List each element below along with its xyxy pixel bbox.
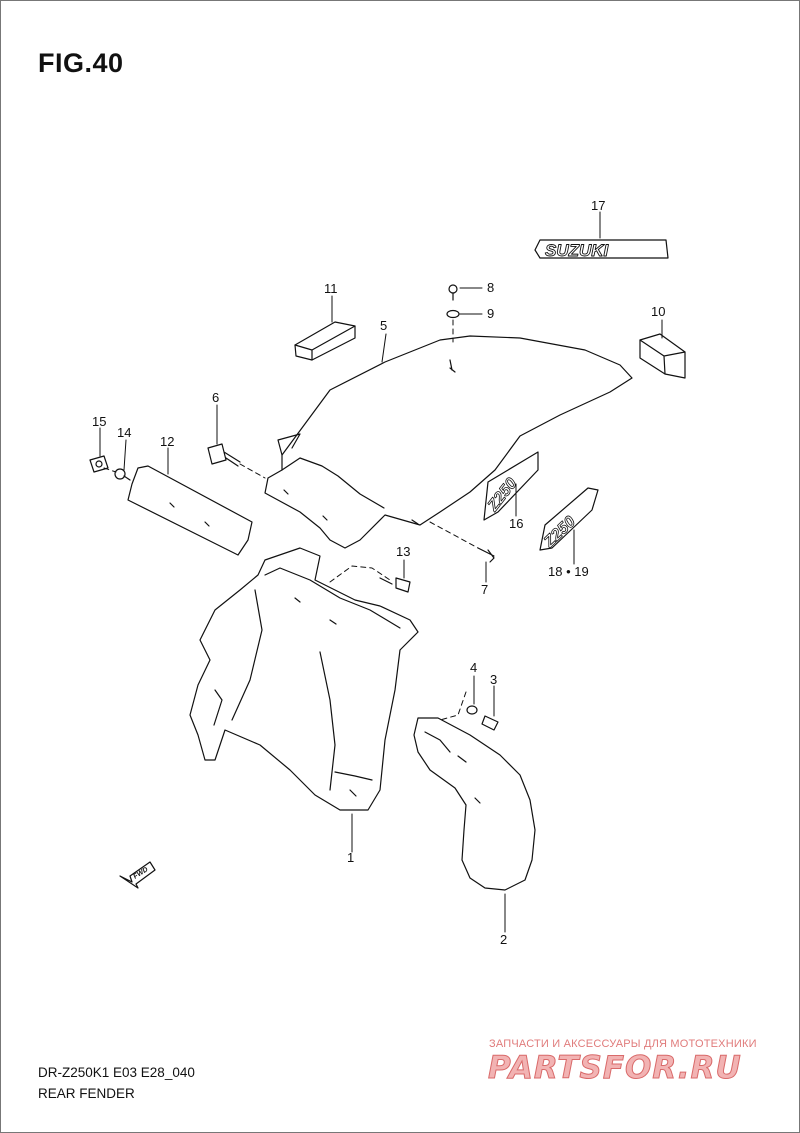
part-3-bolt[interactable] (481, 715, 499, 731)
part-7-screw[interactable] (477, 547, 495, 563)
label-9: 9 (487, 306, 494, 321)
label-4: 4 (470, 660, 477, 675)
part-11-cushion[interactable] (294, 321, 356, 361)
part-4-washer[interactable] (466, 705, 478, 715)
label-6: 6 (212, 390, 219, 405)
label-7: 7 (481, 582, 488, 597)
z250-badge-2-text: Z250 (540, 513, 579, 551)
part-18-19-z250-badge[interactable]: Z250 (539, 487, 599, 552)
part-15-nut[interactable] (89, 455, 109, 473)
label-3: 3 (490, 672, 497, 687)
label-15: 15 (92, 414, 106, 429)
label-1: 1 (347, 850, 354, 865)
section-name: REAR FENDER (38, 1086, 135, 1101)
label-2: 2 (500, 932, 507, 947)
label-13: 13 (396, 544, 410, 559)
part-9-washer[interactable] (446, 309, 460, 319)
label-11: 11 (324, 281, 338, 296)
part-17-suzuki-emblem[interactable]: SUZUKI (534, 239, 669, 260)
label-12: 12 (160, 434, 174, 449)
part-1-rear-fender-lower[interactable] (189, 547, 419, 811)
model-code: DR-Z250K1 E03 E28_040 (38, 1065, 195, 1080)
part-8-screw[interactable] (448, 284, 458, 301)
watermark-logo: PARTSFOR.RU (488, 1050, 742, 1087)
label-16: 16 (509, 516, 523, 531)
part-12-plate[interactable] (127, 465, 253, 556)
watermark-tagline: ЗАПЧАСТИ И АКСЕССУАРЫ ДЛЯ МОТОТЕХНИКИ (489, 1038, 757, 1050)
label-18-19: 18 • 19 (548, 564, 589, 579)
label-17: 17 (591, 198, 605, 213)
guide-lines (103, 319, 479, 721)
part-2-fender-extension[interactable] (413, 717, 536, 891)
label-8: 8 (487, 280, 494, 295)
part-13-bolt[interactable] (379, 577, 411, 593)
suzuki-emblem-text: SUZUKI (545, 241, 610, 260)
part-16-z250-badge[interactable]: Z250 (483, 451, 539, 521)
fwd-arrow-icon: FWD (119, 861, 156, 889)
figure-title: FIG.40 (38, 48, 124, 78)
part-10-cushion[interactable] (639, 333, 686, 379)
leader-lines (99, 211, 663, 933)
part-5-rear-fender-upper[interactable] (264, 335, 633, 549)
label-10: 10 (651, 304, 665, 319)
part-6-bolt[interactable] (207, 443, 241, 467)
label-5: 5 (380, 318, 387, 333)
part-14-collar[interactable] (114, 468, 131, 481)
part-number-labels: 1 2 3 4 5 6 7 8 9 10 11 12 13 14 15 16 1… (92, 198, 665, 947)
label-14: 14 (117, 425, 131, 440)
